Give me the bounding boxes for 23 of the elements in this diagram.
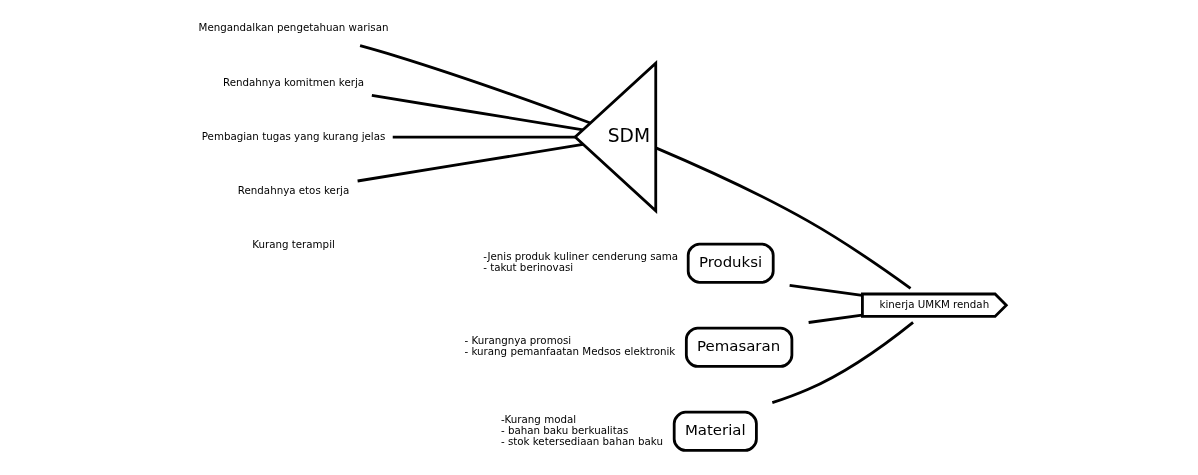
node-label: - kurang pemanfaatan Medsos elektronik xyxy=(464,345,676,358)
node-box: Produksi xyxy=(686,242,775,284)
node-label: -Kurang modal xyxy=(500,412,577,425)
node-text: Rendahnya komitmen kerja xyxy=(223,75,365,88)
node-text: Pembagian tugas yang kurang jelas xyxy=(201,129,386,142)
connector xyxy=(655,146,912,290)
node-label: - takut berinovasi xyxy=(483,261,574,274)
node-label: -Jenis produk kuliner cenderung sama xyxy=(483,250,679,263)
connector xyxy=(359,44,591,125)
connector xyxy=(808,313,863,324)
connector xyxy=(771,321,914,405)
node-label: - bahan baku berkualitas xyxy=(500,423,629,436)
node-box: Material xyxy=(672,410,758,452)
connector xyxy=(371,94,584,132)
node-label: - stok ketersediaan bahan baku xyxy=(500,435,663,448)
node-label: - Kurangnya promosi xyxy=(464,334,572,347)
node-text: Rendahnya etos kerja xyxy=(237,183,350,196)
connector xyxy=(357,143,584,183)
node-box: Pemasaran xyxy=(684,326,794,368)
connector xyxy=(789,283,863,297)
label: Kurang terampil xyxy=(252,238,335,251)
node-text: Mengandalkan pengetahuan warisan xyxy=(198,21,389,34)
connector xyxy=(392,135,576,139)
